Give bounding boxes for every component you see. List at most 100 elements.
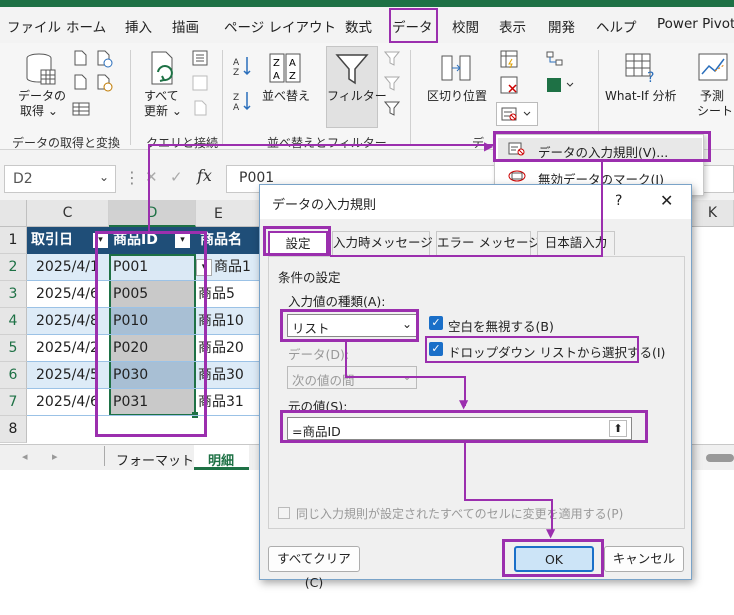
row-header-4[interactable]: 4: [0, 308, 27, 335]
tab-formulas[interactable]: 数式: [345, 20, 372, 36]
cell-product-id[interactable]: P001: [113, 259, 149, 275]
properties-icon[interactable]: [192, 75, 208, 94]
row-header-1[interactable]: 1: [0, 227, 27, 254]
cell-date[interactable]: 2025/4/6: [36, 394, 99, 410]
ignore-blank-checkbox[interactable]: ✓: [429, 316, 443, 330]
cell-date[interactable]: 2025/4/1: [36, 259, 99, 275]
row-header-5[interactable]: 5: [0, 335, 27, 362]
in-cell-dropdown-label[interactable]: ドロップダウン リストから選択する(I): [448, 345, 666, 360]
close-icon[interactable]: ✕: [660, 191, 674, 210]
queries-connections-icon[interactable]: [192, 50, 208, 69]
column-header-d[interactable]: D: [109, 200, 196, 227]
what-if-label[interactable]: What-If 分析: [605, 89, 677, 103]
existing-connections-icon[interactable]: [72, 100, 90, 121]
confirm-entry-icon[interactable]: ✓: [170, 168, 183, 186]
cell-product-name[interactable]: 商品5: [198, 286, 235, 302]
tab-page-layout[interactable]: ページ レイアウト: [224, 20, 337, 36]
advanced-filter-icon[interactable]: [383, 100, 402, 121]
formula-bar-more-icon[interactable]: ⋮: [124, 168, 140, 187]
clear-all-button[interactable]: すべてクリア(C): [268, 546, 360, 590]
cancel-entry-icon[interactable]: ✕: [145, 168, 158, 186]
column-header-k[interactable]: K: [692, 200, 734, 227]
collapse-dialog-icon[interactable]: ⬆: [609, 420, 627, 437]
edit-links-icon[interactable]: [192, 100, 208, 119]
tab-settings[interactable]: 設定: [268, 231, 328, 257]
get-data-label[interactable]: データの: [18, 89, 67, 103]
horizontal-scrollbar[interactable]: [706, 454, 734, 462]
tab-input-message[interactable]: 入力時メッセージ: [332, 231, 433, 255]
tab-review[interactable]: 校閲: [452, 20, 479, 36]
tab-power-pivot[interactable]: Power Pivot: [657, 16, 734, 32]
cell-product-name[interactable]: 商品31: [198, 394, 244, 410]
header-product-id[interactable]: 商品ID: [113, 232, 158, 248]
tab-home[interactable]: ホーム: [66, 20, 107, 36]
cell-product-id[interactable]: P010: [113, 313, 149, 329]
tab-ime[interactable]: 日本語入力: [537, 231, 615, 255]
header-trade-date[interactable]: 取引日: [31, 232, 73, 248]
filter-label[interactable]: フィルター: [327, 89, 387, 103]
select-all-corner[interactable]: [0, 200, 27, 227]
cell-product-id[interactable]: P005: [113, 286, 149, 302]
data-model-icon[interactable]: [546, 76, 576, 97]
forecast-label-2[interactable]: シート: [697, 104, 734, 118]
row-header-2[interactable]: 2: [0, 254, 27, 281]
cell-date[interactable]: 2025/4/8: [36, 313, 99, 329]
column-header-c[interactable]: C: [27, 200, 109, 227]
cell-product-name[interactable]: 商品1: [214, 259, 251, 275]
from-table-icon[interactable]: [72, 74, 88, 93]
menu-item-data-validation[interactable]: データの入力規則(V)...: [538, 145, 669, 160]
ok-button[interactable]: OK: [514, 546, 594, 572]
header-product-name[interactable]: 商品名: [200, 232, 242, 248]
text-to-columns-icon[interactable]: [440, 52, 472, 87]
forecast-sheet-icon[interactable]: [697, 52, 731, 87]
refresh-all-label[interactable]: すべて: [144, 89, 179, 103]
filter-button[interactable]: [326, 46, 378, 128]
insert-function-icon[interactable]: fx: [197, 166, 212, 185]
in-cell-dropdown-checkbox[interactable]: ✓: [429, 342, 443, 356]
cell-date[interactable]: 2025/4/2: [36, 340, 99, 356]
cell-date[interactable]: 2025/4/5: [36, 367, 99, 383]
tab-file[interactable]: ファイル: [7, 20, 61, 36]
cell-product-id[interactable]: P030: [113, 367, 149, 383]
database-icon[interactable]: [25, 52, 57, 89]
cell-product-id[interactable]: P020: [113, 340, 149, 356]
tab-help[interactable]: ヘルプ: [596, 20, 637, 36]
flash-fill-icon[interactable]: [500, 50, 518, 71]
filter-icon[interactable]: [335, 52, 369, 89]
forecast-label[interactable]: 予測: [700, 89, 725, 103]
source-input[interactable]: =商品ID ⬆: [287, 417, 632, 440]
get-data-label-2[interactable]: 取得 ⌄: [20, 104, 58, 118]
sort-label[interactable]: 並べ替え: [262, 89, 311, 103]
relationships-icon[interactable]: [546, 50, 564, 71]
refresh-all-icon[interactable]: [148, 50, 180, 91]
tab-draw[interactable]: 描画: [172, 20, 199, 36]
what-if-icon[interactable]: ?: [624, 52, 660, 87]
ignore-blank-label[interactable]: 空白を無視する(B): [448, 319, 554, 334]
reapply-filter-icon[interactable]: [383, 75, 402, 96]
tab-view[interactable]: 表示: [499, 20, 526, 36]
refresh-all-label-2[interactable]: 更新 ⌄: [144, 104, 182, 118]
cell-product-name[interactable]: 商品20: [198, 340, 244, 356]
column-header-e[interactable]: [196, 200, 260, 227]
data-validation-icon[interactable]: [501, 106, 535, 125]
sheet-tab-format[interactable]: フォーマット: [116, 454, 195, 469]
chevron-down-icon[interactable]: ⌄: [98, 170, 109, 184]
cell-product-id[interactable]: P031: [113, 394, 149, 410]
name-box[interactable]: D2 ⌄: [4, 165, 116, 193]
cell-product-name[interactable]: 商品10: [198, 313, 244, 329]
cell-product-name[interactable]: 商品30: [198, 367, 244, 383]
row-header-3[interactable]: 3: [0, 281, 27, 308]
sheet-tab-details[interactable]: 明細: [208, 454, 235, 469]
cell-date[interactable]: 2025/4/6: [36, 286, 99, 302]
help-icon[interactable]: ?: [615, 193, 623, 209]
scroll-right-icon[interactable]: ▸: [52, 450, 58, 463]
from-web-icon[interactable]: [95, 50, 113, 71]
remove-duplicates-icon[interactable]: [500, 76, 518, 97]
text-to-columns-label[interactable]: 区切り位置: [427, 89, 488, 103]
tab-error-message[interactable]: エラー メッセージ: [436, 231, 541, 255]
row-header-7[interactable]: 7: [0, 389, 27, 416]
menu-item-circle-invalid[interactable]: 無効データのマーク(I): [538, 169, 664, 188]
